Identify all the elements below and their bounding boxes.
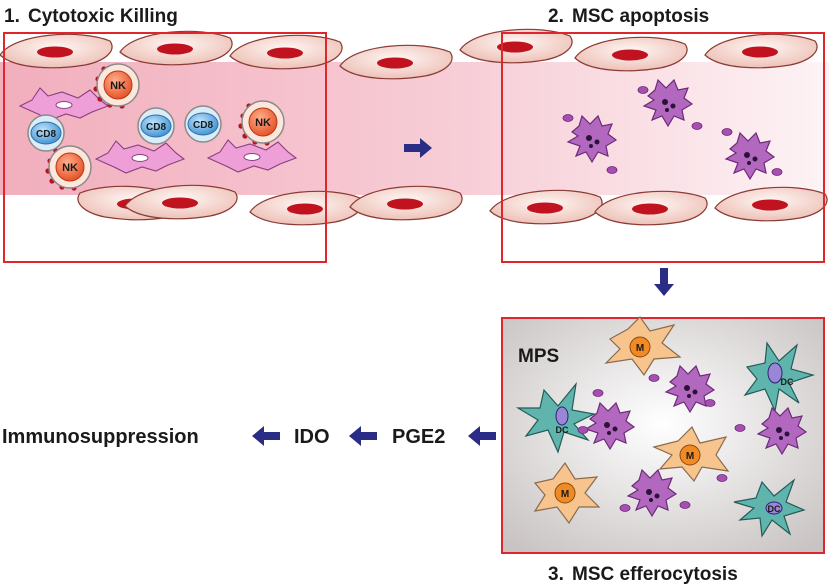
dc-label: DC xyxy=(556,425,569,435)
panel-1-number: 1. xyxy=(4,6,20,27)
nk-cell: NK xyxy=(238,100,285,146)
nk-cell: NK xyxy=(45,145,92,191)
nk-label: NK xyxy=(255,117,271,129)
macrophage: M xyxy=(604,316,682,377)
cd8-cell: CD8 xyxy=(137,107,175,145)
dc-label: DC xyxy=(781,377,794,387)
arrow-left-icon xyxy=(468,426,496,446)
arrow-left-icon xyxy=(349,426,377,446)
macrophage-label: M xyxy=(636,343,644,354)
panel-1-box xyxy=(3,32,327,263)
nk-label: NK xyxy=(62,162,78,174)
macrophage: M xyxy=(533,461,601,525)
panel-2-box xyxy=(501,32,825,263)
panel-1-title: Cytotoxic Killing xyxy=(28,6,178,27)
nk-cell: NK xyxy=(93,63,140,109)
cd8-cell: CD8 xyxy=(27,114,65,152)
dc-label: DC xyxy=(768,504,781,514)
dendritic-cell: DC xyxy=(515,381,596,454)
pathway-immunosuppression: Immunosuppression xyxy=(2,426,199,448)
nk-label: NK xyxy=(110,80,126,92)
macrophage-label: M xyxy=(561,489,569,500)
macrophage-label: M xyxy=(686,451,694,462)
panel-3-number: 3. xyxy=(548,564,564,585)
dendritic-cell: DC xyxy=(743,341,816,413)
mps-label: MPS xyxy=(518,346,559,367)
panel-3-title: MSC efferocytosis xyxy=(572,564,738,585)
cd8-cell: CD8 xyxy=(184,105,222,143)
cd8-label: CD8 xyxy=(193,120,213,131)
arrow-down-icon xyxy=(654,268,674,296)
macrophage: M xyxy=(652,425,730,483)
cd8-label: CD8 xyxy=(146,122,166,133)
panel-2-number: 2. xyxy=(548,6,564,27)
cd8-label: CD8 xyxy=(36,129,56,140)
arrow-left-icon xyxy=(252,426,280,446)
pathway-ido: IDO xyxy=(294,426,330,448)
dendritic-cell: DC xyxy=(733,478,806,538)
panel-2-title: MSC apoptosis xyxy=(572,6,709,27)
pathway-pge2: PGE2 xyxy=(392,426,445,448)
